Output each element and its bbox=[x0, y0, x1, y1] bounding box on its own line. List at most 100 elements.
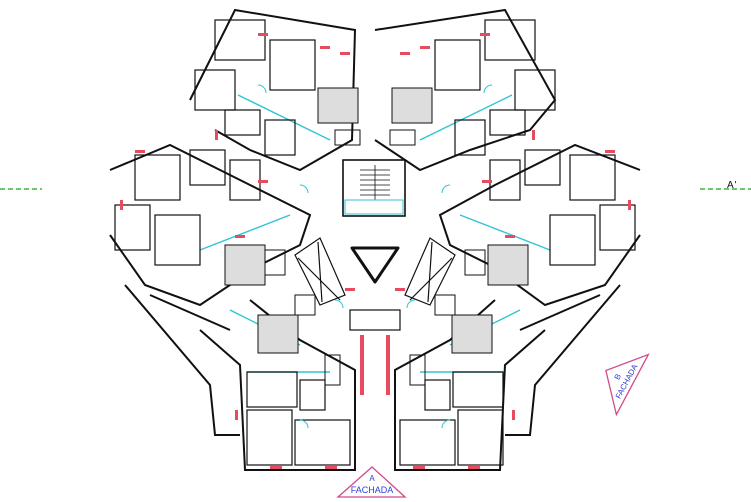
door-swing bbox=[299, 419, 309, 429]
window bbox=[320, 46, 330, 49]
elevator-cross bbox=[409, 257, 453, 301]
rug-hatch bbox=[317, 87, 359, 124]
door-swing bbox=[441, 419, 451, 429]
room bbox=[514, 69, 556, 111]
room bbox=[229, 159, 261, 201]
rug-hatch bbox=[451, 314, 493, 354]
room bbox=[294, 419, 351, 466]
room bbox=[454, 119, 486, 156]
elevator-shaft-left bbox=[294, 237, 346, 306]
balcony-right-upper bbox=[519, 294, 601, 331]
door-swing bbox=[334, 299, 344, 309]
glazing-line bbox=[419, 94, 513, 141]
room bbox=[224, 109, 261, 136]
window bbox=[395, 288, 405, 291]
wall-top-right-wing bbox=[374, 8, 557, 172]
window bbox=[340, 52, 350, 55]
window bbox=[413, 466, 425, 469]
rug-hatch bbox=[391, 87, 433, 124]
room bbox=[524, 149, 561, 186]
dining-table bbox=[264, 249, 286, 276]
window bbox=[386, 335, 390, 395]
facade-triangle-icon bbox=[605, 353, 650, 417]
window bbox=[400, 52, 410, 55]
stair-icon bbox=[342, 159, 406, 217]
rug-hatch bbox=[257, 314, 299, 354]
room bbox=[599, 204, 636, 251]
window bbox=[325, 466, 337, 469]
window bbox=[258, 33, 268, 36]
room bbox=[299, 379, 326, 411]
facade-a-label: FACHADA bbox=[351, 485, 394, 495]
window bbox=[235, 235, 245, 238]
window bbox=[505, 235, 515, 238]
dining-table bbox=[464, 249, 486, 276]
windows bbox=[120, 33, 631, 469]
dining-table bbox=[324, 354, 341, 386]
door-swing bbox=[441, 184, 451, 194]
wall-right-wing bbox=[438, 143, 641, 307]
dining-table bbox=[294, 294, 316, 316]
window bbox=[480, 33, 490, 36]
room bbox=[489, 109, 526, 136]
window bbox=[468, 466, 480, 469]
door-swing bbox=[299, 184, 309, 194]
room bbox=[452, 371, 504, 408]
facade-a-letter: A bbox=[369, 474, 375, 483]
glazing-line bbox=[459, 214, 551, 251]
window bbox=[605, 150, 615, 153]
room bbox=[424, 379, 451, 411]
facade-triangle-icon bbox=[336, 466, 407, 498]
facade-a-tag: A FACHADA bbox=[336, 466, 407, 498]
elevator-cross bbox=[317, 241, 323, 303]
door-swing bbox=[406, 299, 416, 309]
core-landing bbox=[344, 199, 404, 215]
window bbox=[512, 410, 515, 420]
window bbox=[258, 180, 268, 183]
window bbox=[120, 200, 123, 210]
room bbox=[246, 371, 298, 408]
stair-treads bbox=[360, 165, 390, 200]
room bbox=[246, 409, 293, 466]
section-marker-label: A' bbox=[727, 180, 738, 191]
room bbox=[269, 39, 316, 91]
rug-hatch bbox=[487, 244, 529, 286]
rug-hatch bbox=[224, 244, 266, 286]
room bbox=[264, 119, 296, 156]
room bbox=[569, 154, 616, 201]
window bbox=[235, 410, 238, 420]
window bbox=[628, 200, 631, 210]
wall-left-wing bbox=[109, 143, 312, 307]
glazing-line bbox=[237, 94, 331, 141]
facade-b-letter: B bbox=[613, 372, 623, 381]
window bbox=[532, 130, 535, 140]
elevator-cross bbox=[297, 257, 341, 301]
dining-table bbox=[334, 129, 361, 146]
room bbox=[434, 39, 481, 91]
room bbox=[399, 419, 456, 466]
wall-top-left-wing bbox=[189, 8, 357, 172]
wall-bottom-left-wing bbox=[199, 299, 356, 471]
room bbox=[114, 204, 151, 251]
window bbox=[360, 335, 364, 395]
balcony-right-lower bbox=[505, 284, 621, 436]
dining-table bbox=[434, 294, 456, 316]
dining-sets bbox=[264, 129, 486, 386]
room bbox=[457, 409, 504, 466]
balcony-left-lower bbox=[124, 284, 240, 436]
outer-walls bbox=[109, 8, 641, 471]
window bbox=[270, 466, 282, 469]
window bbox=[345, 288, 355, 291]
room bbox=[484, 19, 536, 61]
room bbox=[154, 214, 201, 266]
room bbox=[214, 19, 266, 61]
room bbox=[549, 214, 596, 266]
doors bbox=[257, 84, 493, 429]
elevator-shaft-right bbox=[404, 237, 456, 306]
room bbox=[194, 69, 236, 111]
door-swing bbox=[257, 84, 267, 94]
wall-bottom-right-wing bbox=[394, 299, 546, 471]
window bbox=[420, 46, 430, 49]
interior-partitions bbox=[114, 19, 636, 466]
room bbox=[189, 149, 226, 186]
